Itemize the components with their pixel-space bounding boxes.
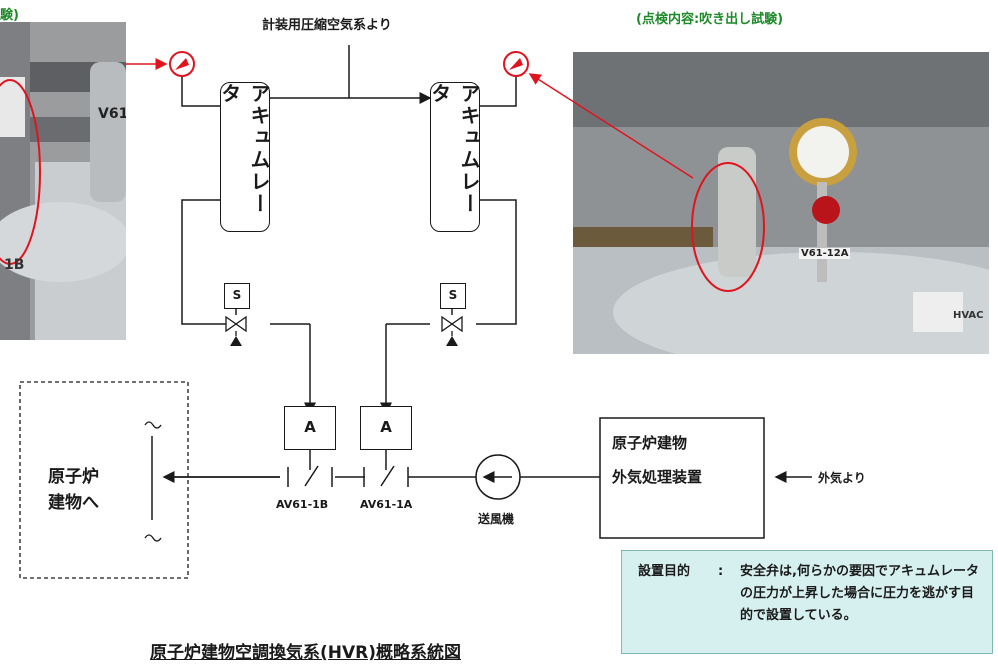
air-supply-label: 計装用圧縮空気系より bbox=[262, 18, 392, 33]
accumulator-left: アキュムレータ bbox=[218, 82, 271, 232]
purpose-label: 設置目的 bbox=[638, 564, 691, 579]
damper-valve-1a-symbol bbox=[363, 450, 440, 487]
relief-valve-right-icon bbox=[503, 51, 529, 77]
destination-line1: 原子炉 bbox=[48, 467, 99, 487]
solenoid-valve-right-symbol bbox=[441, 315, 463, 346]
fan-symbol bbox=[475, 454, 521, 500]
outdoor-unit-box bbox=[599, 417, 765, 539]
right-photo-tag-b: HVAC bbox=[953, 310, 984, 321]
outdoor-unit-line2: 外気処理装置 bbox=[612, 468, 703, 486]
destination-line2: 建物へ bbox=[48, 493, 99, 513]
left-photo-tag-a: V61 bbox=[98, 106, 126, 122]
valve-tag-1b: AV61-1B bbox=[276, 498, 329, 511]
actuator-box-1b: A bbox=[284, 406, 336, 450]
valve-tag-1a: AV61-1A bbox=[360, 498, 413, 511]
damper-valve-1b-symbol bbox=[287, 450, 333, 487]
actuator-box-1a: A bbox=[360, 406, 412, 450]
solenoid-box-left: S bbox=[224, 283, 250, 309]
outside-air-label: 外気より bbox=[818, 471, 866, 485]
purpose-separator: : bbox=[718, 564, 724, 579]
left-photo-tag-b: 1B bbox=[4, 257, 25, 273]
accumulator-right-label: アキュムレータ bbox=[428, 83, 481, 215]
accumulator-right: アキュムレータ bbox=[428, 82, 481, 232]
left-photo: V61 1B bbox=[0, 22, 126, 340]
outdoor-unit-line1: 原子炉建物 bbox=[612, 434, 688, 452]
purpose-box: 設置目的 : 安全弁は,何らかの要因でアキュムレータの圧力が上昇した場合に圧力を… bbox=[621, 550, 993, 654]
right-photo: V61-12A HVAC bbox=[573, 52, 989, 354]
right-caption: (点検内容:吹き出し試験) bbox=[636, 12, 784, 27]
right-photo-tag-a: V61-12A bbox=[799, 248, 851, 259]
destination-box bbox=[19, 381, 189, 579]
left-caption-fragment: 験) bbox=[0, 8, 19, 23]
relief-valve-left-icon bbox=[169, 51, 195, 77]
solenoid-box-right: S bbox=[440, 283, 466, 309]
solenoid-valve-left-symbol bbox=[225, 315, 247, 346]
diagram-title: 原子炉建物空調換気系(HVR)概略系統図 bbox=[150, 643, 462, 663]
purpose-text: 安全弁は,何らかの要因でアキュムレータの圧力が上昇した場合に圧力を逃がす目的で設… bbox=[740, 564, 979, 623]
accumulator-left-label: アキュムレータ bbox=[218, 83, 271, 215]
fan-label: 送風機 bbox=[478, 512, 515, 526]
